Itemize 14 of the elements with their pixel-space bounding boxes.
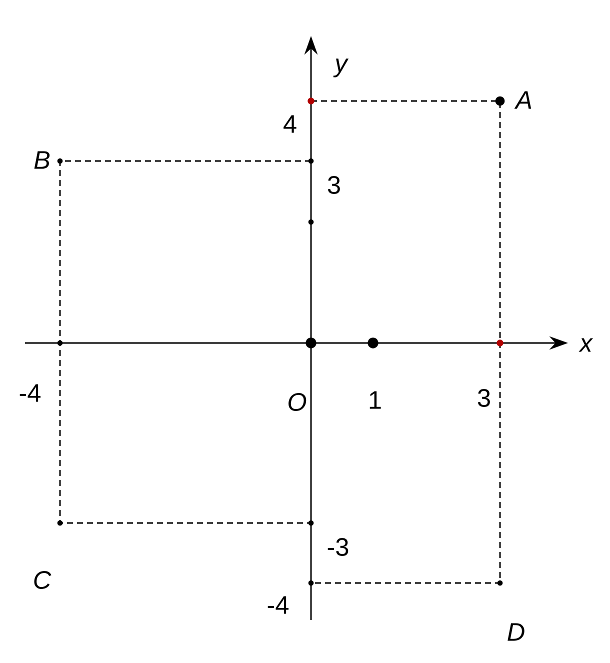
tick-label: 4: [284, 115, 296, 133]
tick-label: 3: [328, 176, 340, 194]
tick-label: -4: [20, 384, 41, 402]
tick-label: -4: [268, 596, 289, 614]
tick-label: 1: [370, 391, 381, 409]
point-label: A: [514, 91, 532, 109]
tick-label: -3: [328, 538, 348, 556]
tick-label: 3: [478, 389, 490, 407]
axis-label: y: [333, 58, 349, 78]
axis-label: x: [578, 338, 594, 352]
point-label: D: [508, 623, 524, 641]
point-label: B: [34, 151, 50, 169]
point-label: C: [34, 571, 52, 589]
origin-label: O: [288, 393, 306, 411]
